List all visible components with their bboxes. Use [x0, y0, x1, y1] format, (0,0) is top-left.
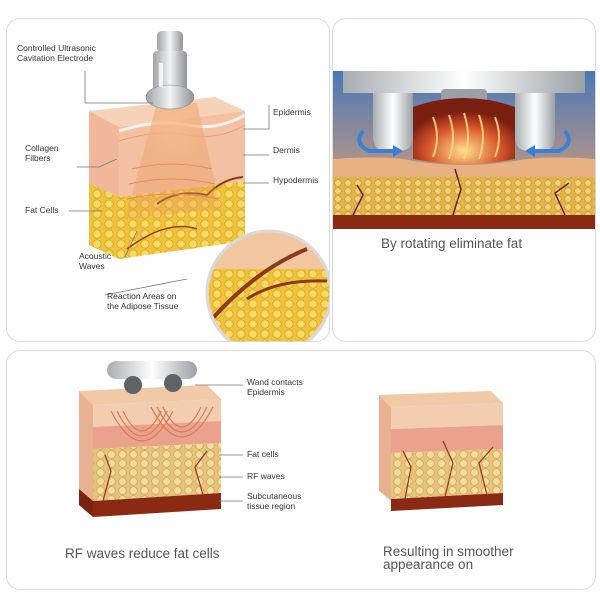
- fat-layer-side: [89, 183, 119, 259]
- cavitation-illustration: [69, 31, 329, 341]
- label-subcutaneous: Subcutaneous tissue region: [247, 491, 302, 511]
- rf-tissue-block: [79, 385, 221, 517]
- cavitation-diagram-panel: Controlled Ultrasonic Cavitation Electro…: [6, 18, 330, 342]
- rotating-illustration: [333, 71, 595, 229]
- rotating-device-panel: By rotating eliminate fat: [332, 18, 596, 342]
- label-collagen: Collagen Filbers: [25, 143, 59, 163]
- rotation-arrow-left: [357, 129, 403, 157]
- fat-layer: [333, 177, 595, 221]
- smooth-tissue-block: [379, 391, 503, 511]
- label-dermis: Dermis: [273, 145, 300, 155]
- label-hypodermis: Hypodermis: [273, 175, 319, 185]
- device-head: [343, 71, 585, 93]
- device-left-roller: [373, 93, 413, 151]
- rf-illustration: [79, 361, 503, 517]
- acoustic-wave-cone: [125, 103, 221, 219]
- caption-smoother: Resulting in smoother appearance on: [383, 544, 514, 572]
- label-acoustic-waves: Acoustic Waves: [79, 251, 112, 271]
- dermis-side: [89, 111, 119, 197]
- rf-waves-panel: Wand contacts Epidermis Fat cells RF wav…: [6, 350, 596, 590]
- label-reaction-areas: Reaction Areas on the Adipose Tissue: [107, 291, 179, 311]
- label-epidermis: Epidermis: [273, 107, 311, 117]
- rf-wand: [107, 361, 197, 394]
- heat-zone: [413, 98, 515, 164]
- label-rf-waves: RF waves: [247, 471, 285, 481]
- ultrasonic-electrode-device: [145, 31, 195, 110]
- rotation-arrow-right: [525, 129, 571, 157]
- label-rf-fat-cells: Fat cells: [247, 449, 279, 459]
- reaction-area-magnifier: [205, 229, 329, 341]
- label-fat-cells: Fat Cells: [25, 205, 59, 215]
- caption-rf-reduce: RF waves reduce fat cells: [65, 546, 220, 561]
- label-wand-contacts: Wand contacts Epidermis: [247, 377, 303, 397]
- caption-rotating: By rotating eliminate fat: [381, 236, 523, 251]
- device-right-roller: [515, 93, 555, 151]
- label-electrode: Controlled Ultrasonic Cavitation Electro…: [17, 43, 96, 63]
